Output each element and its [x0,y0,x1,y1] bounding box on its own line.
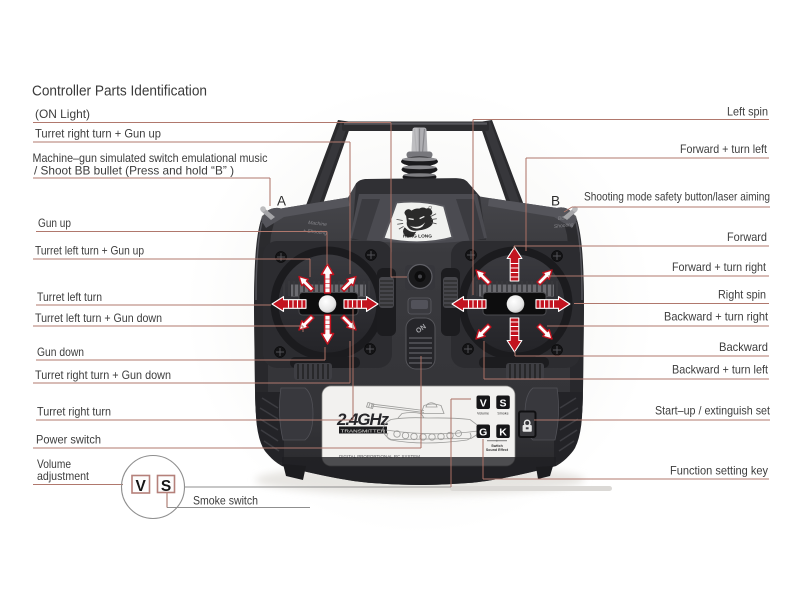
svg-text:Shooting: Shooting [554,222,574,230]
svg-text:Turret right turn + Gun down: Turret right turn + Gun down [35,368,171,382]
svg-text:2.4GHz: 2.4GHz [336,410,390,429]
svg-text:Forward + turn left: Forward + turn left [680,142,768,156]
svg-text:Start–up / extinguish set: Start–up / extinguish set [655,404,771,418]
svg-text:Machine–gun simulated switch e: Machine–gun simulated switch emulational… [33,151,268,165]
svg-text:Gun up: Gun up [38,216,71,230]
svg-text:Shooting mode safety button/la: Shooting mode safety button/laser aiming [584,190,770,204]
svg-text:Forward: Forward [727,230,767,244]
svg-text:ON: ON [415,323,428,335]
svg-text:Controller Parts Identificatio: Controller Parts Identification [32,83,207,100]
svg-text:G: G [479,426,487,438]
svg-text:S: S [161,478,171,495]
svg-text:TRANSMITTER: TRANSMITTER [341,429,387,434]
svg-text:Machine: Machine [308,220,328,228]
svg-text:HENG LONG: HENG LONG [403,234,432,240]
svg-text:Turret left turn: Turret left turn [37,290,102,304]
svg-text:Turret left turn + Gun down: Turret left turn + Gun down [35,311,162,325]
svg-text:V: V [136,478,147,495]
svg-text:Smoke: Smoke [497,412,508,416]
svg-text:+ Shooting: + Shooting [303,228,328,237]
svg-text:S: S [499,397,506,409]
svg-text:Backward + turn left: Backward + turn left [672,363,769,377]
svg-text:Right spin: Right spin [718,288,766,302]
svg-text:Gun down: Gun down [37,345,84,359]
svg-text:adjustment: adjustment [37,469,90,483]
svg-text:Turret left turn + Gun up: Turret left turn + Gun up [35,244,144,258]
svg-text:Power switch: Power switch [36,433,101,447]
svg-text:Turret right turn: Turret right turn [37,405,111,419]
svg-text:Function setting key: Function setting key [670,464,768,478]
svg-text:Sound Effect: Sound Effect [486,448,509,452]
svg-text:Volume: Volume [37,457,71,471]
svg-text:K: K [499,426,507,438]
svg-text:V: V [480,397,487,409]
svg-text:+: + [496,438,499,443]
svg-text:Forward + turn right: Forward + turn right [672,260,767,274]
svg-text:Left spin: Left spin [727,105,768,119]
svg-text:A: A [277,194,286,209]
svg-text:Turret right turn + Gun up: Turret right turn + Gun up [35,127,161,141]
svg-text:B: B [551,194,560,209]
svg-text:Backward: Backward [719,340,768,354]
svg-text:Backward + turn right: Backward + turn right [664,310,769,324]
svg-text:Volume: Volume [477,412,489,416]
svg-text:/ Shoot BB bullet (Press and h: / Shoot BB bullet (Press and hold “B” ) [34,164,234,178]
svg-text:BB/M: BB/M [558,215,572,222]
svg-text:Switch: Switch [491,444,503,448]
svg-text:(ON Light): (ON Light) [35,107,90,121]
svg-text:Smoke switch: Smoke switch [193,494,258,508]
